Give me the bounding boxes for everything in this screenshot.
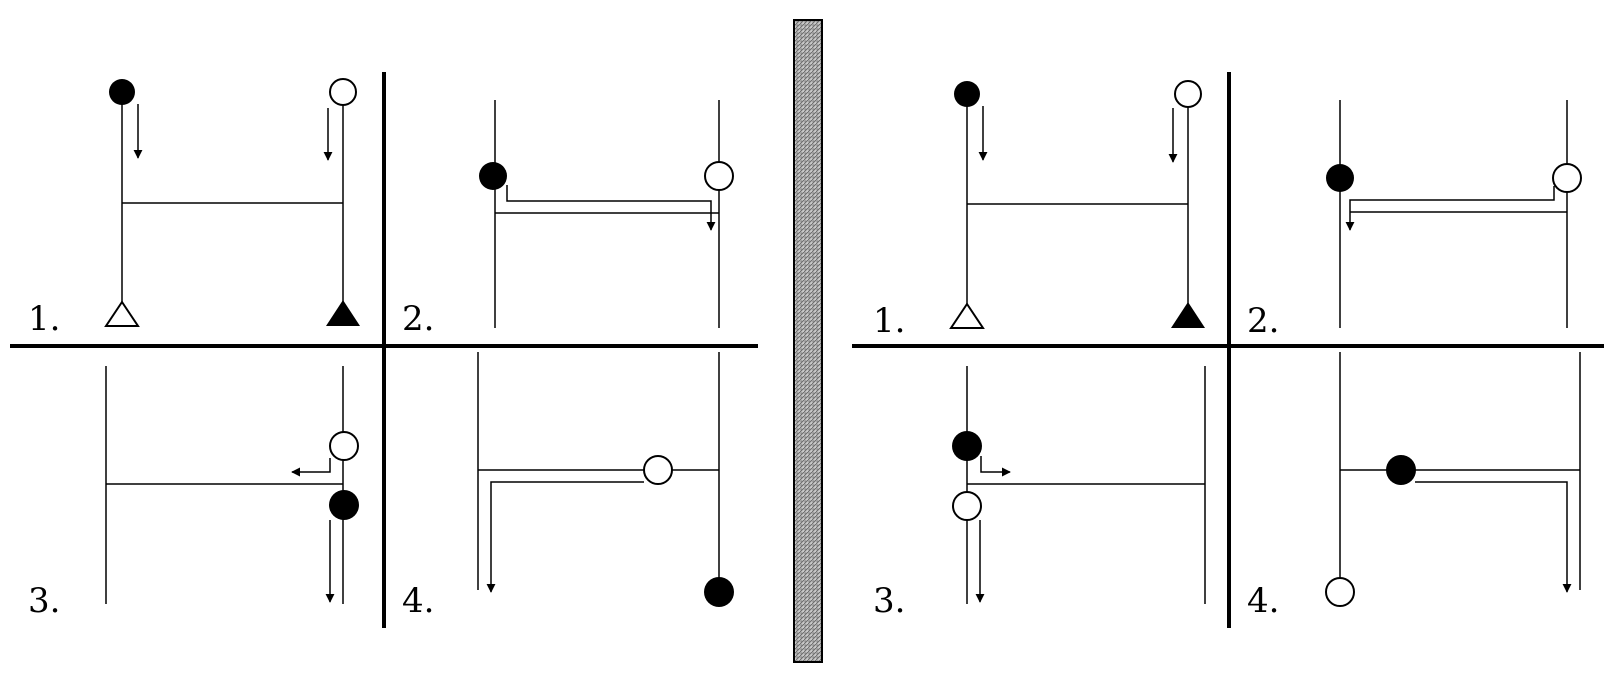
path-arrow	[1415, 481, 1572, 593]
black-ball	[954, 81, 980, 107]
panel-label: 4.	[402, 581, 434, 621]
black-ball	[952, 431, 982, 461]
right-arrow	[980, 456, 1011, 477]
panel-label: 1.	[873, 301, 905, 341]
path-arrow	[506, 185, 716, 231]
white-ball	[329, 431, 359, 461]
right-panel-1: 1.	[873, 80, 1205, 341]
left-panel-2: 2.	[402, 100, 734, 339]
white-triangle	[949, 302, 985, 329]
black-triangle	[326, 300, 360, 326]
black-ball	[704, 577, 734, 607]
left-panel-1: 1.	[28, 78, 360, 339]
center-hatched-divider	[793, 19, 823, 663]
white-ball	[1552, 163, 1582, 193]
black-ball	[109, 79, 135, 105]
panel-label: 3.	[28, 581, 60, 621]
white-ball	[1325, 577, 1355, 607]
left-panel-4: 4.	[402, 352, 734, 621]
black-ball	[1326, 164, 1354, 192]
black-triangle	[1171, 302, 1205, 328]
panel-label: 2.	[1247, 301, 1279, 341]
black-ball	[1386, 455, 1416, 485]
white-ball	[329, 78, 357, 106]
path-arrow	[486, 481, 644, 593]
left-arrow	[291, 458, 331, 477]
panel-label: 4.	[1247, 581, 1279, 621]
white-ball	[643, 455, 673, 485]
white-ball	[1174, 80, 1202, 108]
left-panel-3: 3.	[28, 366, 359, 621]
panel-label: 1.	[28, 299, 60, 339]
right-figure: 1. 2. 3.	[852, 72, 1604, 628]
right-panel-4: 4.	[1247, 352, 1581, 621]
path-arrow	[1345, 186, 1555, 231]
white-ball	[704, 161, 734, 191]
white-triangle	[104, 300, 140, 327]
left-figure: 1. 2. 3.	[10, 72, 758, 628]
right-panel-2: 2.	[1247, 100, 1582, 341]
black-ball	[479, 162, 507, 190]
panel-label: 2.	[402, 299, 434, 339]
black-ball	[329, 490, 359, 520]
white-ball	[952, 491, 982, 521]
right-panel-3: 3.	[873, 366, 1206, 621]
panel-label: 3.	[873, 581, 905, 621]
